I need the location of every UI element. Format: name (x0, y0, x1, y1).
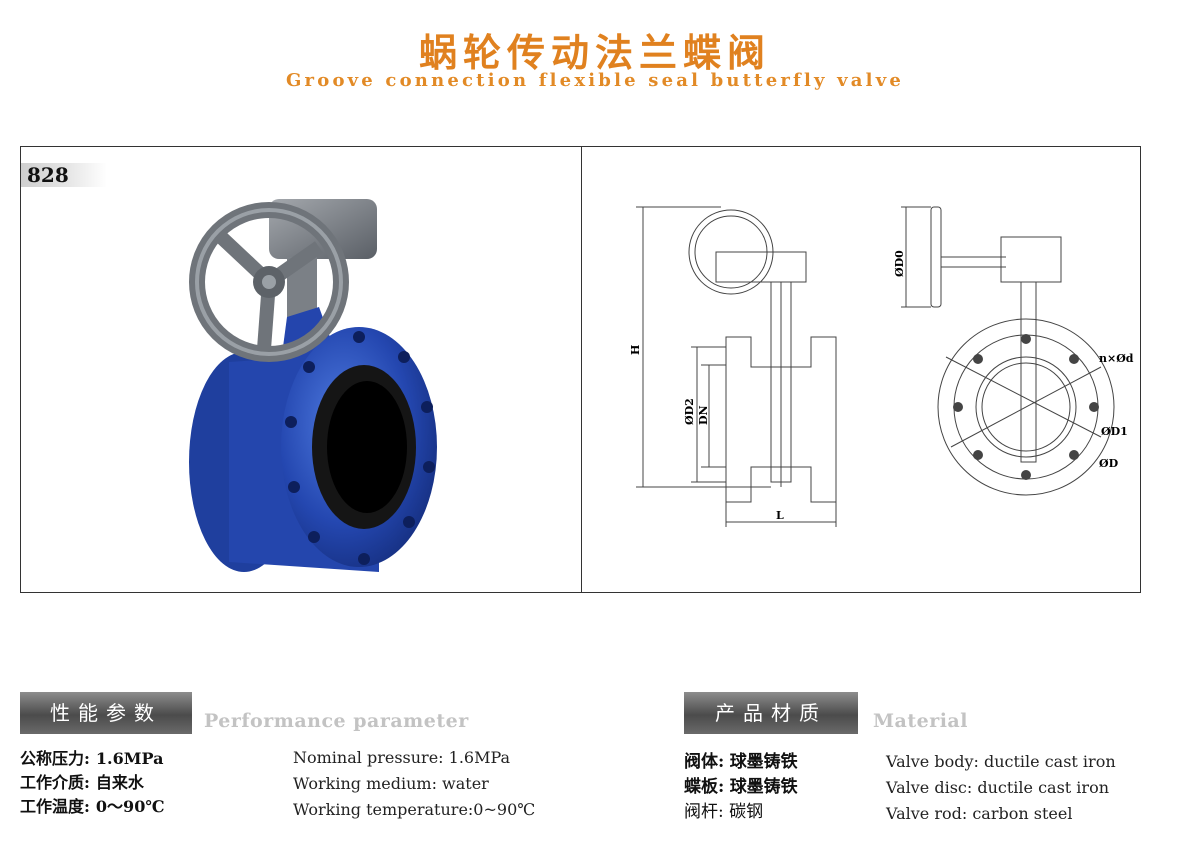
valve-product-image (189, 199, 437, 572)
material-rod-cn: 阀杆: 碳钢 (684, 802, 764, 822)
dim-D2: ØD2 (683, 398, 696, 425)
dim-nd: n×Ød (1099, 352, 1134, 365)
material-body-en: Valve body: ductile cast iron (886, 752, 1116, 771)
param-pressure-cn: 公称压力:1.6MPa (20, 749, 164, 768)
page-subtitle: Groove connection flexible seal butterfl… (285, 70, 905, 91)
material-rod-en: Valve rod: carbon steel (886, 804, 1073, 823)
material-disc-en: Valve disc: ductile cast iron (886, 778, 1109, 797)
handwheel-icon (189, 202, 349, 362)
performance-tag: 性能参数 (20, 692, 192, 734)
dim-D1: ØD1 (1101, 425, 1128, 438)
param-temperature-cn: 工作温度:0～90℃ (20, 797, 165, 816)
performance-title: Performance parameter (204, 710, 469, 732)
dim-DN: DN (697, 405, 710, 425)
technical-drawing: H ØD2 DN L ØD0 n×Ød ØD1 ØD (629, 206, 1134, 527)
panel-divider (581, 147, 582, 592)
material-title: Material (873, 710, 968, 732)
param-temperature-en: Working temperature:0~90℃ (293, 800, 536, 819)
dim-D0: ØD0 (893, 250, 906, 277)
performance-list-en: Nominal pressure: 1.6MPa Working medium:… (293, 745, 535, 823)
param-pressure-en: Nominal pressure: 1.6MPa (293, 748, 511, 767)
product-frame: 828 (20, 146, 1141, 593)
material-disc-cn: 蝶板: 球墨铸铁 (684, 777, 798, 797)
material-tag: 产品材质 (684, 692, 858, 734)
param-medium-en: Working medium: water (293, 774, 489, 793)
material-list-en: Valve body: ductile cast iron Valve disc… (886, 749, 1116, 827)
material-list-cn: 阀体: 球墨铸铁 蝶板: 球墨铸铁 阀杆: 碳钢 (684, 750, 798, 825)
model-number: 828 (21, 163, 107, 187)
page-title: 蜗轮传动法兰蝶阀 (418, 31, 771, 75)
material-body-cn: 阀体: 球墨铸铁 (684, 752, 798, 772)
param-medium-cn: 工作介质:自来水 (20, 773, 144, 792)
performance-list-cn: 公称压力:1.6MPa 工作介质:自来水 工作温度:0～90℃ (20, 747, 165, 819)
dim-D: ØD (1099, 457, 1119, 470)
dim-L: L (776, 509, 784, 522)
dim-H: H (629, 345, 642, 355)
